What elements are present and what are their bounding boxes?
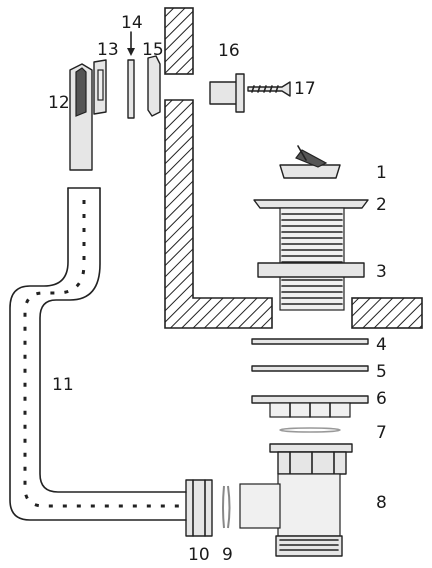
overflow-washer-part-14: [127, 59, 135, 119]
screw-part-17: [247, 81, 291, 97]
label-8: 8: [376, 493, 387, 513]
label-2: 2: [376, 195, 387, 215]
pointer-arrow-14: [127, 31, 135, 56]
connector-nut-part-10: [185, 479, 213, 537]
tee-body-part: [239, 443, 353, 557]
washer-part-4: [251, 338, 369, 345]
label-9: 9: [222, 545, 233, 565]
washer-part-5: [251, 365, 369, 372]
label-1: 1: [376, 163, 387, 183]
label-10: 10: [188, 545, 210, 565]
label-4: 4: [376, 335, 387, 355]
o-ring-part-7: [279, 427, 341, 433]
plug-part: [279, 145, 341, 179]
overflow-cover-part-15: [147, 55, 161, 117]
label-5: 5: [376, 362, 387, 382]
label-15: 15: [142, 40, 164, 60]
label-3: 3: [376, 262, 387, 282]
label-12: 12: [48, 93, 70, 113]
overflow-cap-part-16: [209, 73, 245, 113]
flange-nut-part-6: [251, 395, 369, 418]
overflow-elbow-part-12: [69, 63, 93, 171]
locknut-part: [257, 262, 365, 278]
strainer-body-part: [253, 199, 369, 311]
label-17: 17: [294, 79, 316, 99]
overflow-gasket-part-13: [93, 59, 107, 115]
label-6: 6: [376, 389, 387, 409]
label-7: 7: [376, 423, 387, 443]
label-14: 14: [121, 13, 143, 33]
overflow-pipe-part: [9, 187, 187, 521]
label-11: 11: [52, 375, 74, 395]
label-13: 13: [97, 40, 119, 60]
label-16: 16: [218, 41, 240, 61]
wall-upper-block: [164, 7, 194, 75]
wall-vertical-section: [164, 99, 273, 329]
seal-part-9: [222, 485, 231, 529]
bath-bottom-right-block: [351, 297, 423, 329]
